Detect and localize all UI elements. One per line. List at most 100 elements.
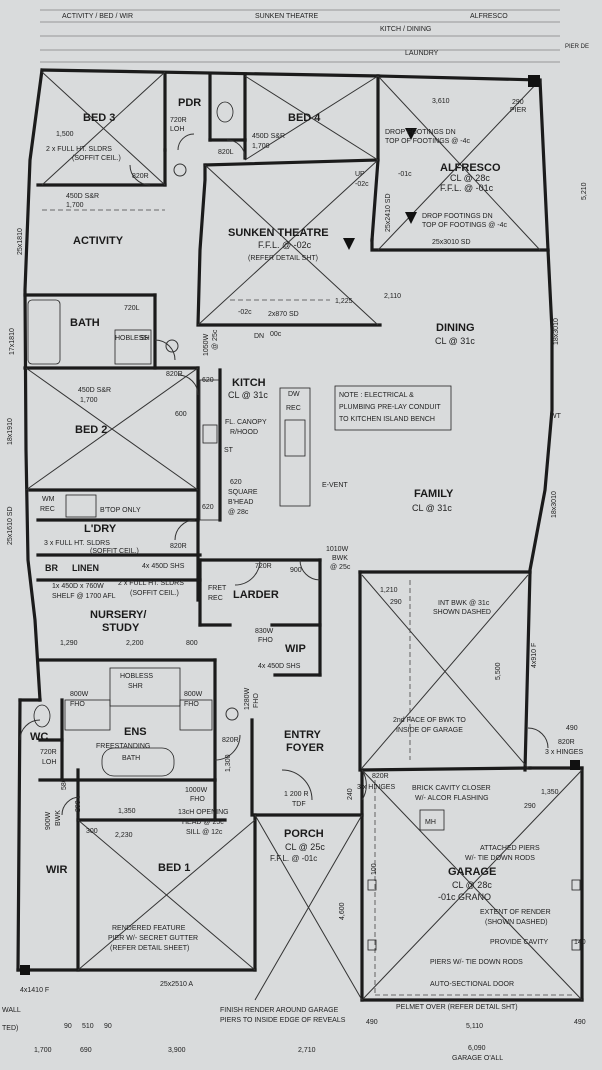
note-2200: 2,200	[126, 640, 144, 647]
note-pier: PIER	[510, 107, 526, 114]
note-bwk-25c: @ 25c	[330, 564, 351, 571]
kitch-cl: CL @ 31c	[228, 390, 268, 400]
note-1700-bed3: 1,700	[66, 202, 84, 209]
note-fret: FRET	[208, 585, 227, 592]
note-1010w: 1010W	[326, 546, 349, 553]
note-canopy-2: R/HOOD	[230, 429, 258, 436]
note-extent-1: EXTENT OF RENDER	[480, 909, 551, 916]
note-4x450-wip: 4x 450D SHS	[258, 663, 301, 670]
note-290-garage: 290	[524, 803, 536, 810]
vertical-annotations: 25x1810 17x1810 18x1910 25x1610 SD 25x24…	[7, 182, 588, 920]
note-drop-footings-2a: DROP FOOTINGS DN	[422, 213, 493, 220]
sunken-ffl: F.F.L. @ -02c	[258, 240, 312, 250]
room-garage: GARAGE	[448, 866, 496, 878]
note-drop-footings-2b: TOP OF FOOTINGS @ -4c	[422, 222, 508, 229]
note-2710: 2,710	[298, 1047, 316, 1054]
note-690: 690	[80, 1047, 92, 1054]
vnote-1300: 1,300	[225, 754, 232, 772]
vnote-18x1910: 18x1910	[7, 418, 14, 445]
note-02c-theatre: -02c	[238, 309, 252, 316]
room-alfresco: ALFRESCO	[440, 162, 501, 174]
vnote-1050w: 1050W	[203, 333, 210, 356]
note-2nd-face-2: INSIDE OF GARAGE	[396, 727, 463, 734]
note-1350-garage: 1,350	[541, 789, 559, 796]
note-720r-larder: 720R	[255, 563, 272, 570]
room-sunken-theatre: SUNKEN THEATRE	[228, 227, 329, 239]
note-2230: 2,230	[115, 832, 133, 839]
note-1290: 1,290	[60, 640, 78, 647]
note-3900: 3,900	[168, 1047, 186, 1054]
note-02c: -02c	[355, 181, 369, 188]
alfresco-ffl: F.F.L. @ -01c	[440, 183, 494, 193]
room-kitch: KITCH	[232, 377, 266, 389]
note-render-2: PIER W/- SECRET GUTTER	[108, 935, 198, 942]
note-2x870: 2x870 SD	[268, 311, 299, 318]
room-wip: WIP	[285, 643, 306, 655]
room-pdr: PDR	[178, 97, 201, 109]
note-25x3010: 25x3010 SD	[432, 239, 471, 246]
note-720l: 720L	[124, 305, 140, 312]
room-bed4: BED 4	[288, 112, 321, 124]
vnote-290: 290	[75, 800, 82, 812]
note-bhead-28c: @ 28c	[228, 509, 249, 516]
note-3x-hinges-left: 3 x HINGES	[357, 784, 395, 791]
vnote-25x1810: 25x1810	[17, 228, 24, 255]
top-label-3: KITCH / DINING	[380, 26, 431, 33]
note-600: 600	[175, 411, 187, 418]
room-nursery: NURSERY/	[90, 609, 146, 621]
note-full-ht-bed3: 2 x FULL HT. SLDRS	[46, 146, 112, 153]
vnote-100: 100	[371, 863, 378, 875]
vnote-4600: 4,600	[339, 902, 346, 920]
top-label-5: LAUNDRY	[405, 50, 439, 57]
vnote-900w: 900W	[45, 811, 52, 830]
note-dw-rec: REC	[286, 405, 301, 412]
top-dimension-lines: ACTIVITY / BED / WIR SUNKEN THEATRE KITC…	[40, 9, 589, 63]
wm-rec-label: REC	[40, 506, 55, 513]
note-300: 300	[86, 828, 98, 835]
note-820l: 820L	[218, 149, 234, 156]
room-study: STUDY	[102, 622, 140, 634]
pier-detail-note: PIER DE	[565, 44, 589, 50]
family-cl: CL @ 31c	[412, 503, 452, 513]
note-square: SQUARE	[228, 489, 258, 496]
note-loh-pdr: LOH	[170, 126, 184, 133]
note-00c: 00c	[270, 331, 282, 338]
vnote-25x2410: 25x2410 SD	[385, 193, 392, 232]
note-provide-cavity: PROVIDE CAVITY	[490, 939, 549, 946]
note-shr: SHR	[128, 683, 143, 690]
note-int-bwk: INT BWK @ 31c	[438, 600, 490, 607]
room-bed1: BED 1	[158, 862, 190, 874]
note-fret-rec: REC	[208, 595, 223, 602]
note-finish-1: FINISH RENDER AROUND GARAGE	[220, 1007, 339, 1014]
note-1000w: 1000W	[185, 787, 208, 794]
porch-cl: CL @ 25c	[285, 842, 325, 852]
note-loh-wc: LOH	[42, 759, 56, 766]
note-5110: 5,110	[466, 1023, 483, 1030]
room-porch: PORCH	[284, 828, 324, 840]
note-25x2510: 25x2510 A	[160, 981, 193, 988]
note-1350-bed1: 1,350	[118, 808, 136, 815]
note-1210: 1,210	[380, 587, 398, 594]
note-hobless: HOBLESS	[115, 335, 148, 342]
note-820r-bath: 820R	[166, 371, 183, 378]
note-opening-1: 13cH OPENING	[178, 809, 229, 816]
note-bhead: B'HEAD	[228, 499, 253, 506]
note-4x1410: 4x1410 F	[20, 987, 49, 994]
note-freestanding-bath: BATH	[122, 755, 140, 762]
note-brick-2: W/- ALCOR FLASHING	[415, 795, 489, 802]
note-1200r: 1 200 R	[284, 791, 309, 798]
note-820r-ens: 820R	[222, 737, 239, 744]
note-620-square: 620	[230, 479, 242, 486]
note-830w: 830W	[255, 628, 274, 635]
note-1x450: 1x 450D x 760W	[52, 583, 104, 590]
note-mh: MH	[425, 819, 436, 826]
note-290-pier: 290	[512, 99, 524, 106]
garage-cl: CL @ 28c	[452, 880, 492, 890]
room-labels: BED 3 PDR BED 4 ALFRESCO CL @ 28c F.F.L.…	[30, 97, 501, 902]
note-sh: SH	[140, 335, 150, 342]
vnote-5500: 5,500	[495, 662, 502, 680]
room-foyer: FOYER	[286, 742, 324, 754]
note-auto-door: AUTO-SECTIONAL DOOR	[430, 981, 514, 988]
vnote-5210: 5,210	[581, 182, 588, 200]
